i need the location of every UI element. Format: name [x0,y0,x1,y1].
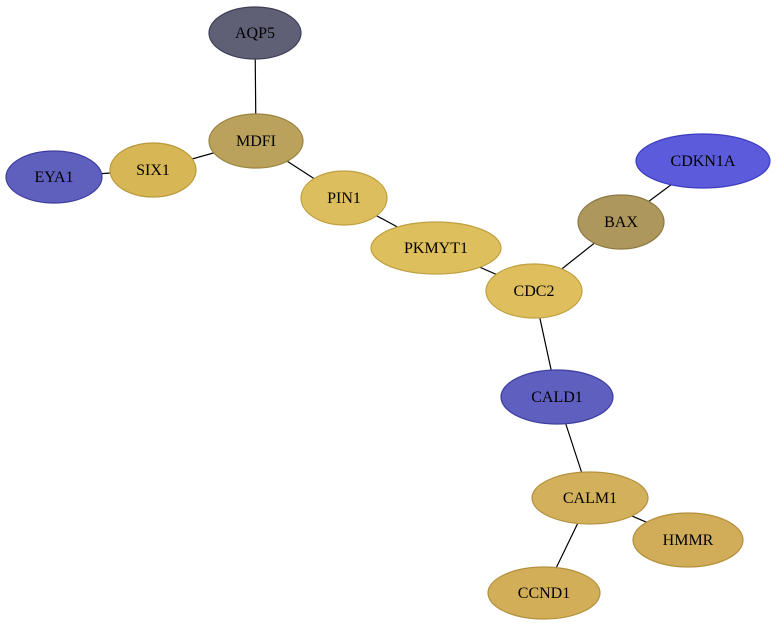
node-shape[interactable] [635,133,771,189]
node-label: HMMR [663,532,714,549]
node-label: CALM1 [563,490,617,507]
node-cald1[interactable]: CALD1 [500,369,614,425]
node-shape[interactable] [370,221,502,275]
node-calm1[interactable]: CALM1 [531,471,649,525]
node-label: AQP5 [235,25,275,42]
node-label: PKMYT1 [404,240,468,257]
node-pin1[interactable]: PIN1 [300,170,388,226]
node-label: CDC2 [514,283,555,300]
node-six1[interactable]: SIX1 [109,142,197,198]
node-label: CDKN1A [671,153,736,170]
node-shape[interactable] [531,471,649,525]
node-ccnd1[interactable]: CCND1 [487,566,601,620]
node-cdkn1a[interactable]: CDKN1A [635,133,771,189]
node-shape[interactable] [300,170,388,226]
node-hmmr[interactable]: HMMR [632,512,744,568]
node-shape[interactable] [208,6,302,60]
node-label: EYA1 [34,169,73,186]
node-label: PIN1 [327,190,361,207]
node-aqp5[interactable]: AQP5 [208,6,302,60]
node-pkmyt1[interactable]: PKMYT1 [370,221,502,275]
node-label: MDFI [236,133,276,150]
node-label: BAX [604,214,638,231]
node-shape[interactable] [577,194,665,250]
node-label: SIX1 [136,162,170,179]
node-eya1[interactable]: EYA1 [5,150,103,204]
node-shape[interactable] [485,263,583,319]
node-cdc2[interactable]: CDC2 [485,263,583,319]
node-mdfi[interactable]: MDFI [208,113,304,169]
node-shape[interactable] [487,566,601,620]
node-shape[interactable] [208,113,304,169]
node-shape[interactable] [632,512,744,568]
node-shape[interactable] [500,369,614,425]
node-shape[interactable] [5,150,103,204]
node-label: CCND1 [518,585,570,602]
node-bax[interactable]: BAX [577,194,665,250]
node-label: CALD1 [531,389,583,406]
node-shape[interactable] [109,142,197,198]
